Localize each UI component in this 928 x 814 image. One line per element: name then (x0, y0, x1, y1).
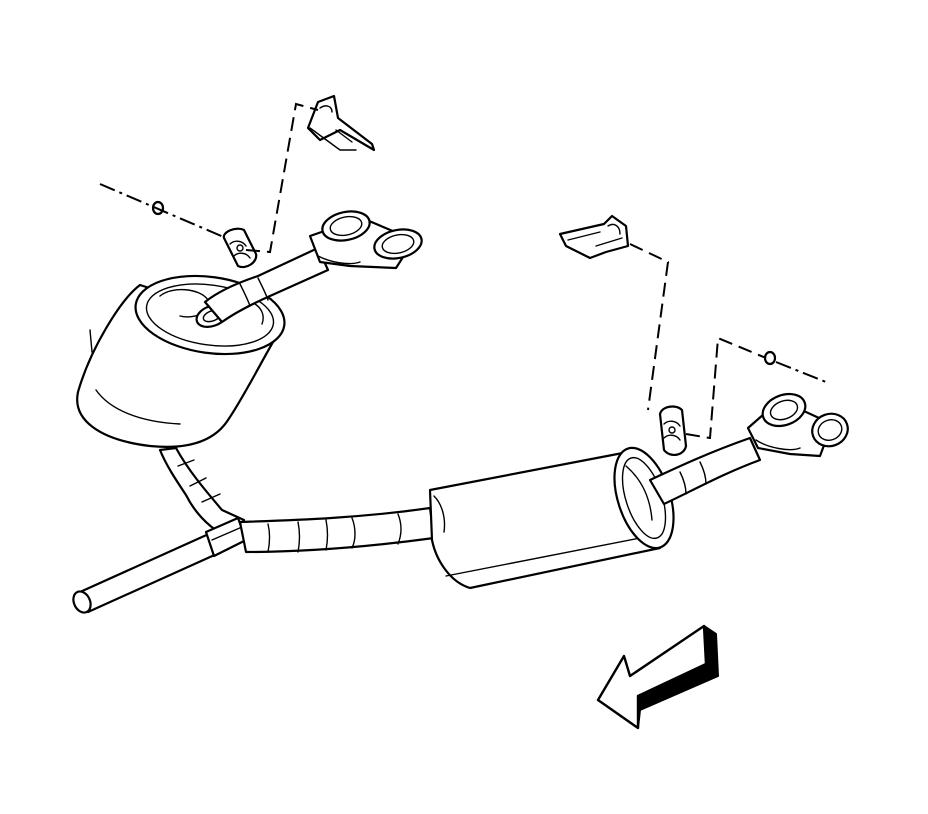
right-assembly-lines (629, 243, 827, 440)
left-hanger-bracket (306, 94, 376, 152)
left-hanger-insulator (222, 227, 258, 269)
right-hanger-bracket (558, 214, 630, 260)
left-assembly-lines (99, 102, 319, 254)
forward-direction-arrow (596, 624, 719, 730)
right-nut (763, 350, 777, 366)
exhaust-intermediate-pipe (72, 446, 436, 614)
left-tailpipe-dual-tip (203, 210, 423, 324)
right-muffler (428, 446, 675, 590)
right-hanger-insulator (658, 405, 688, 456)
right-tailpipe-dual-tip (648, 392, 849, 506)
